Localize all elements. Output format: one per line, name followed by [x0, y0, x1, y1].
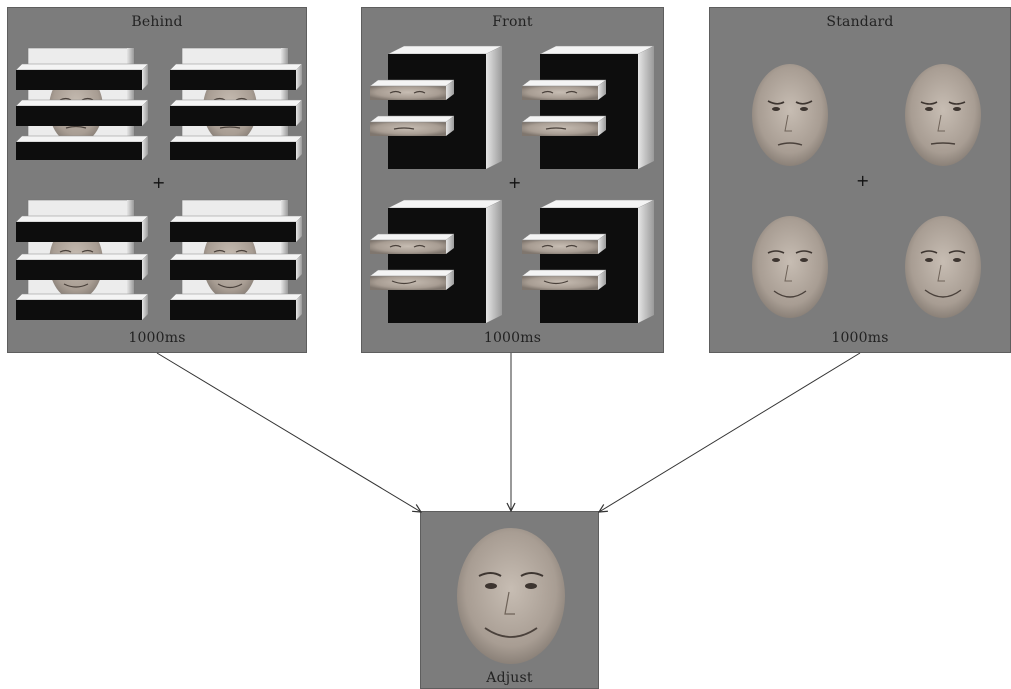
occluding-bars [15, 63, 149, 160]
behind-panel-duration: 1000ms [128, 330, 186, 346]
standard-panel-duration: 1000ms [831, 330, 889, 346]
face-strips [369, 79, 455, 136]
fixation-cross: + [152, 173, 166, 192]
front-stimulus-top-left [369, 45, 503, 169]
behind-stimulus-top-left [15, 47, 149, 160]
behind-panel: Behind [7, 7, 307, 353]
front-panel-duration: 1000ms [483, 330, 542, 346]
fixation-cross: + [508, 173, 522, 192]
behind-panel-title: Behind [131, 14, 183, 30]
standard-face-top-right [905, 64, 981, 166]
front-stimulus-bottom-left [369, 199, 503, 323]
face-strips [521, 79, 607, 136]
face-strips [521, 233, 607, 290]
face-strips [369, 233, 455, 290]
standard-face-bottom-right [905, 216, 981, 318]
standard-face-bottom-left [752, 216, 828, 318]
front-panel: Front + [361, 7, 664, 353]
standard-face-top-left [752, 64, 828, 166]
front-stimulus-bottom-right [521, 199, 655, 323]
arrow-standard-to-adjust [599, 352, 861, 512]
standard-panel-title: Standard [826, 14, 894, 30]
occluding-bars [169, 63, 303, 160]
front-stimulus-top-right [521, 45, 655, 169]
behind-stimulus-top-right [169, 47, 303, 160]
adjust-face[interactable] [455, 526, 567, 666]
arrow-behind-to-adjust [156, 352, 421, 512]
occluding-bars [15, 215, 149, 320]
behind-stimulus-bottom-left [15, 199, 149, 320]
adjust-panel: Adjust [420, 511, 599, 689]
behind-stimulus-bottom-right [169, 199, 303, 320]
fixation-cross: + [856, 171, 870, 190]
standard-panel: Standard + 1000ms [709, 7, 1011, 353]
adjust-panel-title: Adjust [486, 670, 533, 686]
occluding-bars [169, 215, 303, 320]
front-panel-title: Front [492, 14, 533, 30]
